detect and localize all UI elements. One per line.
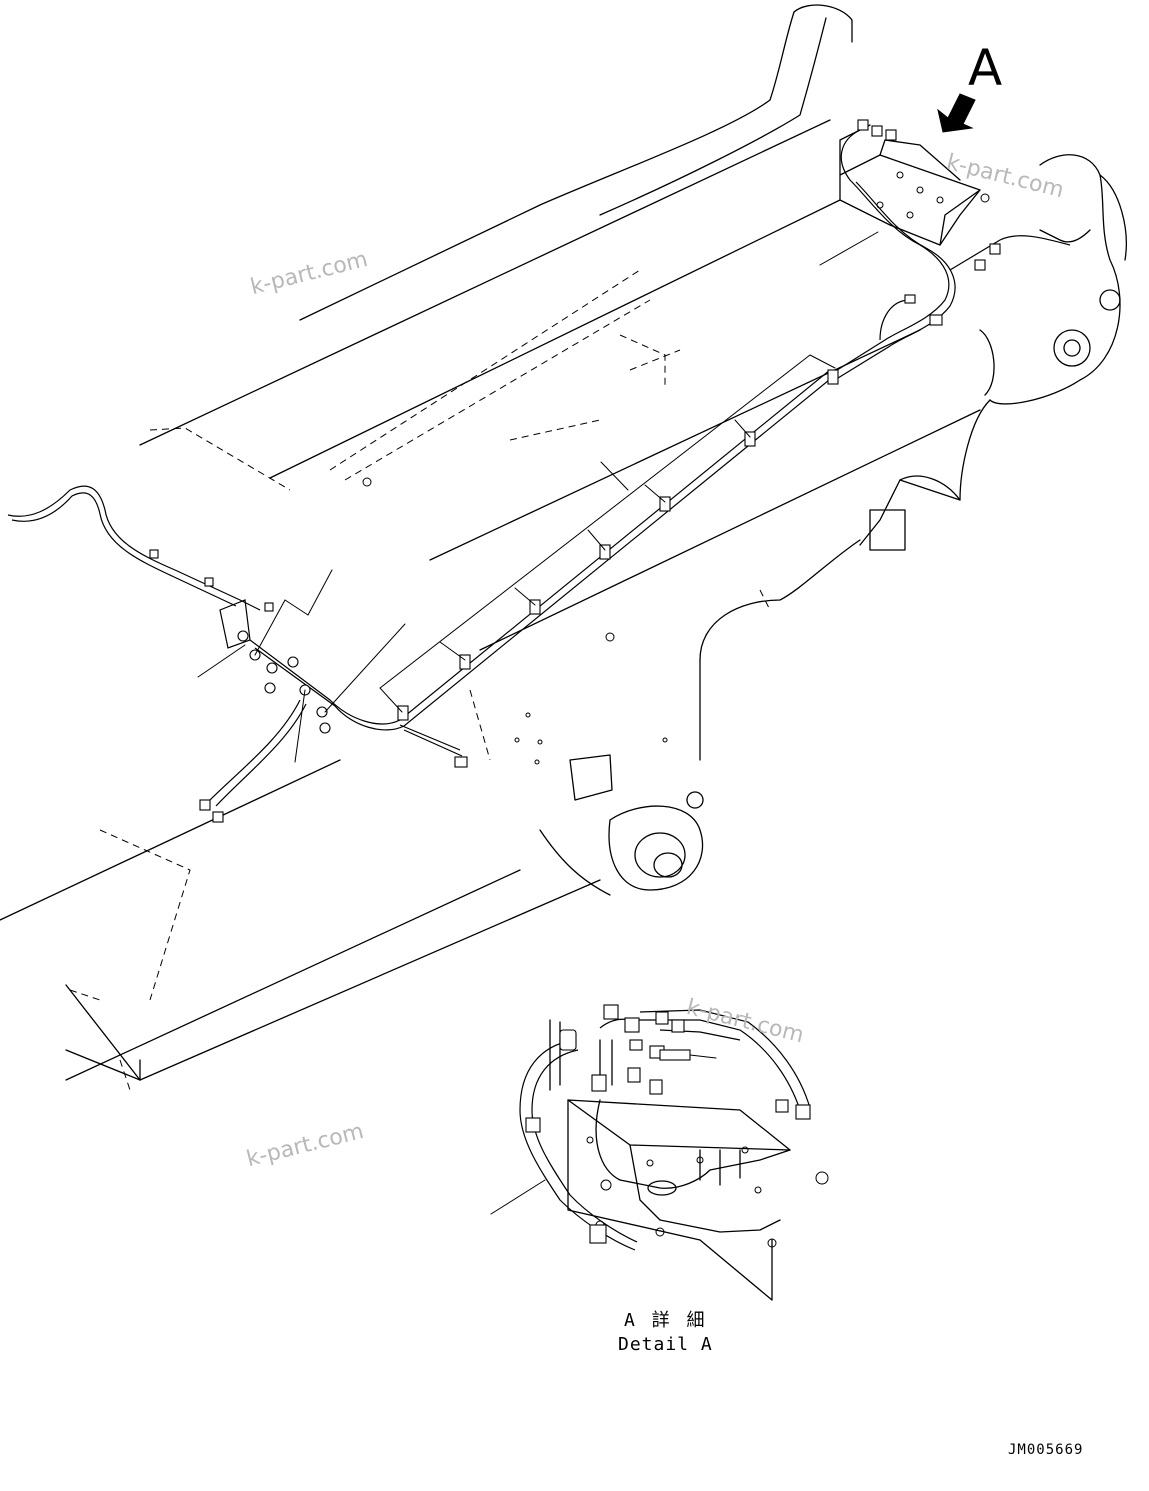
detail-a-drawing: [519, 1004, 829, 1301]
boom-foot-bracket: [362, 477, 704, 896]
hose-clamps: [149, 243, 1001, 823]
arm-foot-structure: [699, 154, 1127, 761]
boom-body: [0, 4, 981, 1091]
hose-run: [7, 129, 1071, 807]
leader-lines: [197, 231, 879, 1215]
valve-plate-small: [839, 119, 990, 246]
view-a-letter: A: [968, 39, 1003, 97]
view-a-arrow: [937, 93, 976, 133]
drawing-code: JM005669: [1008, 1442, 1084, 1458]
detail-a-label-jp: A 詳 細: [624, 1310, 708, 1331]
detail-a-label-en: Detail A: [618, 1334, 713, 1355]
